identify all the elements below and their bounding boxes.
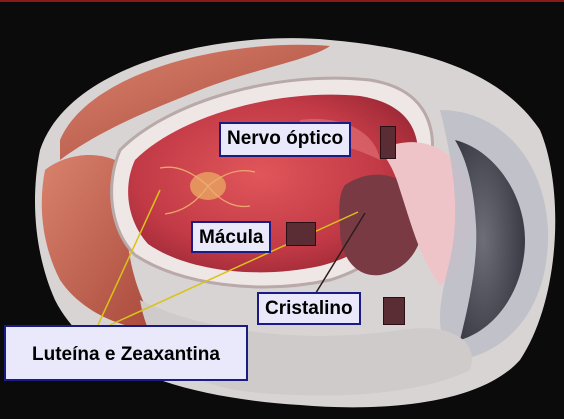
macula-label: Mácula [191,221,271,253]
lens-label-tab [383,297,405,325]
macula-label-tab [286,222,316,246]
optic-nerve-label: Nervo óptico [219,122,351,157]
optic-nerve-label-tab [380,126,396,159]
lutein-zeaxanthin-label: Luteína e Zeaxantina [4,325,248,381]
lens-label: Cristalino [257,292,361,325]
